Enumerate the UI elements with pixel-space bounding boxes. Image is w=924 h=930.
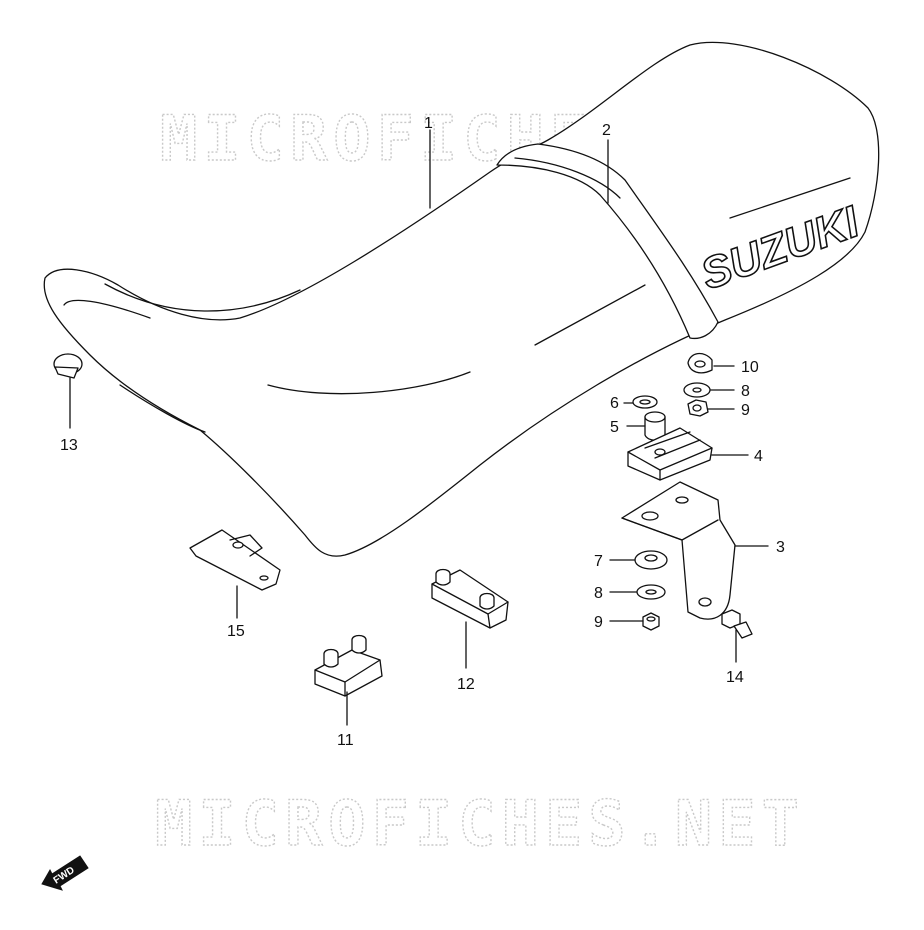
callout-3: 3 — [776, 539, 785, 556]
part-14-bolt — [721, 609, 753, 639]
watermark-bottom: MICROFICHES.NET — [155, 787, 805, 860]
callout-1: 1 — [424, 115, 433, 132]
seat-front-underside — [119, 384, 206, 433]
callout-13: 13 — [60, 437, 78, 454]
part-4-cushion — [627, 427, 713, 481]
seat-front-contour — [63, 299, 151, 319]
part-12-block — [431, 568, 509, 629]
part-5-collar — [644, 411, 666, 441]
part-8-washer-upper — [683, 382, 711, 398]
seat-side-crease-2 — [534, 284, 646, 346]
callout-8-upper: 8 — [741, 383, 750, 400]
seat-outline — [43, 41, 880, 557]
callout-4: 4 — [754, 448, 763, 465]
part-15-plate — [189, 529, 281, 591]
part-10-cushion — [687, 352, 713, 374]
callout-6: 6 — [610, 395, 619, 412]
fwd-arrow-icon: FWD — [41, 855, 89, 891]
callout-2: 2 — [602, 122, 611, 139]
part-8-washer-lower — [636, 584, 666, 600]
part-9-nut-lower — [642, 612, 660, 631]
callout-9-lower: 9 — [594, 614, 603, 631]
callout-15: 15 — [227, 623, 245, 640]
seat-tail-line — [729, 177, 851, 219]
callout-8-lower: 8 — [594, 585, 603, 602]
seat-side-crease — [267, 371, 471, 395]
seat-assembly — [43, 41, 880, 557]
part-7-washer — [634, 550, 668, 570]
callout-12: 12 — [457, 676, 475, 693]
callout-7: 7 — [594, 553, 603, 570]
callout-5: 5 — [610, 419, 619, 436]
part-9-nut-upper — [687, 399, 709, 417]
seat-ridge — [104, 283, 301, 312]
callout-11: 11 — [337, 732, 354, 749]
leader-lines — [69, 129, 769, 726]
callout-10: 10 — [741, 359, 759, 376]
callout-9-upper: 9 — [741, 402, 750, 419]
part-6-washer — [632, 395, 658, 409]
part-13-hook — [53, 353, 83, 379]
callout-14: 14 — [726, 669, 744, 686]
part-3-bracket — [621, 481, 736, 620]
part-11-block — [314, 634, 383, 697]
